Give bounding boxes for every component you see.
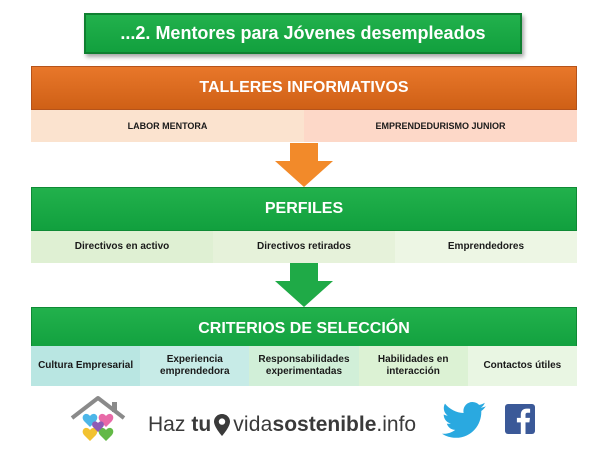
criterios-item-habilidades: Habilidades en interacción bbox=[358, 346, 468, 386]
talleres-row: LABOR MENTORA EMPRENDEDURISMO JUNIOR bbox=[31, 110, 577, 142]
facebook-icon[interactable] bbox=[505, 404, 535, 434]
talleres-item-labor-mentora: LABOR MENTORA bbox=[31, 110, 304, 142]
page-title: ...2. Mentores para Jóvenes desempleados bbox=[84, 13, 522, 54]
brand-haz: Haz bbox=[148, 413, 186, 436]
criterios-item-contactos: Contactos útiles bbox=[467, 346, 577, 386]
house-logo-icon[interactable] bbox=[68, 394, 128, 450]
talleres-item-emprendedurismo: EMPRENDEDURISMO JUNIOR bbox=[304, 110, 577, 142]
criterios-row: Cultura Empresarial Experiencia emprende… bbox=[31, 346, 577, 386]
criterios-item-experiencia: Experiencia emprendedora bbox=[140, 346, 250, 386]
brand-tu: tu bbox=[191, 413, 212, 436]
perfiles-row: Directivos en activo Directivos retirado… bbox=[31, 231, 577, 263]
criterios-item-cultura: Cultura Empresarial bbox=[31, 346, 141, 386]
brand-vida: vida bbox=[233, 413, 273, 436]
criterios-item-responsabilidades: Responsabilidades experimentadas bbox=[249, 346, 359, 386]
perfiles-item-directivos-activo: Directivos en activo bbox=[31, 231, 213, 263]
twitter-icon[interactable] bbox=[442, 402, 486, 438]
down-arrow-green-icon bbox=[275, 263, 333, 307]
criterios-heading: CRITERIOS DE SELECCIÓN bbox=[31, 307, 577, 351]
perfiles-item-emprendedores: Emprendedores bbox=[394, 231, 577, 263]
brand-info: .info bbox=[376, 413, 417, 436]
down-arrow-orange-icon bbox=[275, 143, 333, 187]
perfiles-heading: PERFILES bbox=[31, 187, 577, 231]
brand-sostenible: sostenible bbox=[272, 413, 377, 436]
perfiles-item-directivos-retirados: Directivos retirados bbox=[212, 231, 395, 263]
talleres-heading: TALLERES INFORMATIVOS bbox=[31, 66, 577, 110]
location-pin-icon bbox=[214, 414, 231, 436]
